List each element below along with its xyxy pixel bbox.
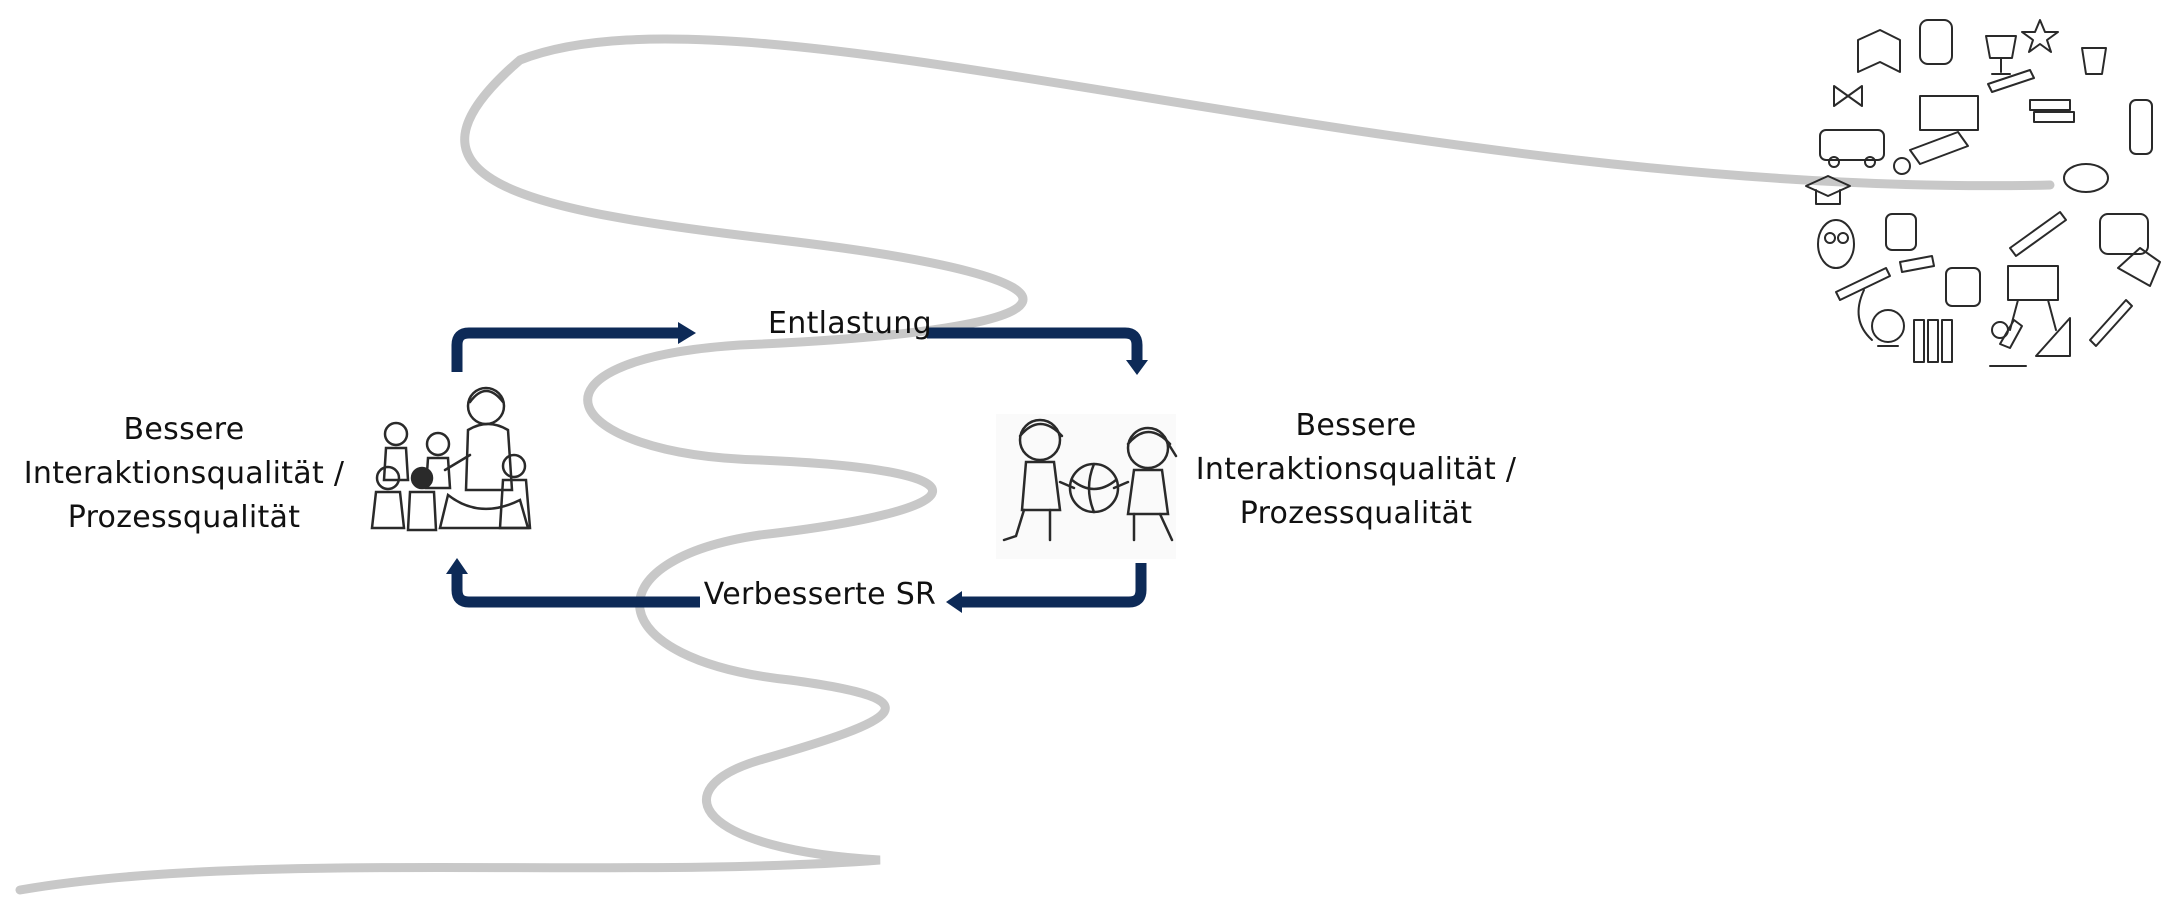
arrowhead-bottom-left bbox=[446, 558, 468, 574]
children-sharing-ball-icon bbox=[996, 414, 1178, 559]
arrow-bottom-right bbox=[958, 563, 1147, 608]
spiral-line bbox=[15, 34, 2055, 895]
relief-label: Entlastung bbox=[768, 306, 932, 341]
arrowhead-top-left bbox=[678, 322, 696, 344]
improved-sr-label: Verbesserte SR bbox=[703, 577, 937, 612]
arrowhead-top-right bbox=[1126, 360, 1148, 375]
teacher-with-children-icon bbox=[370, 386, 532, 532]
arrow-bottom-left bbox=[451, 572, 700, 608]
left-quality-label: Bessere Interaktionsqualität / Prozessqu… bbox=[23, 412, 345, 535]
right-quality-label: Bessere Interaktionsqualität / Prozessqu… bbox=[1195, 408, 1517, 531]
arrow-top-right bbox=[927, 327, 1143, 362]
school-supplies-doodle-circle-icon bbox=[1805, 19, 2161, 367]
arrow-top-left bbox=[451, 327, 680, 372]
arrowhead-bottom-right bbox=[946, 591, 962, 613]
